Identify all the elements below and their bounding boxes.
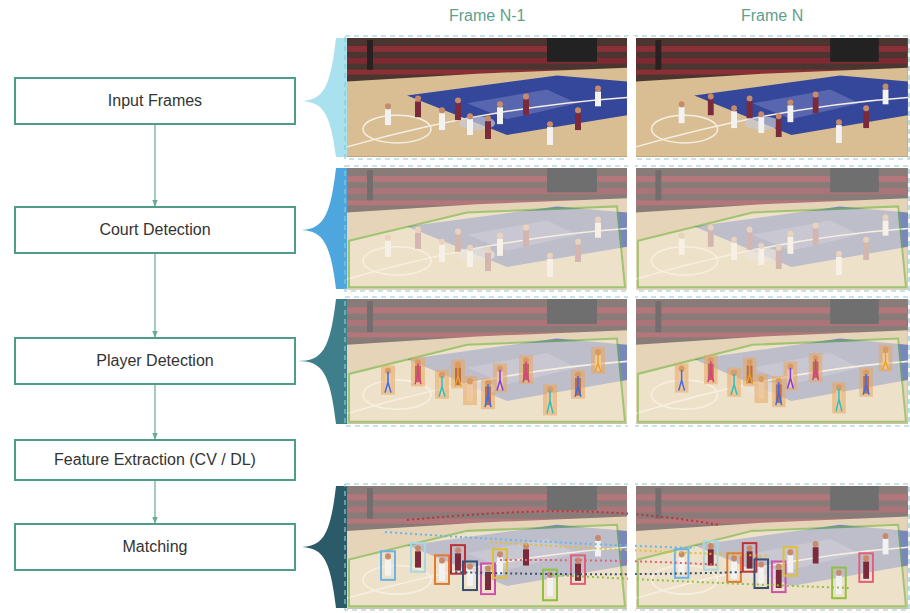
flow-arrow	[154, 481, 155, 523]
flow-arrow	[154, 385, 155, 439]
process-box: Input Frames	[14, 77, 296, 125]
box-label: Player Detection	[88, 351, 221, 370]
process-box: Matching	[14, 523, 296, 571]
box-label: Feature Extraction (CV / DL)	[46, 450, 264, 469]
process-box: Feature Extraction (CV / DL)	[14, 439, 296, 481]
box-label: Input Frames	[100, 91, 210, 110]
box-label: Matching	[115, 537, 196, 556]
process-box: Player Detection	[14, 337, 296, 385]
flow-arrow	[154, 125, 155, 206]
frame-label: Frame N-1	[449, 7, 525, 25]
frame-label: Frame N	[741, 7, 803, 25]
flow-arrow	[154, 254, 155, 337]
process-box: Court Detection	[14, 206, 296, 254]
box-label: Court Detection	[91, 220, 218, 239]
